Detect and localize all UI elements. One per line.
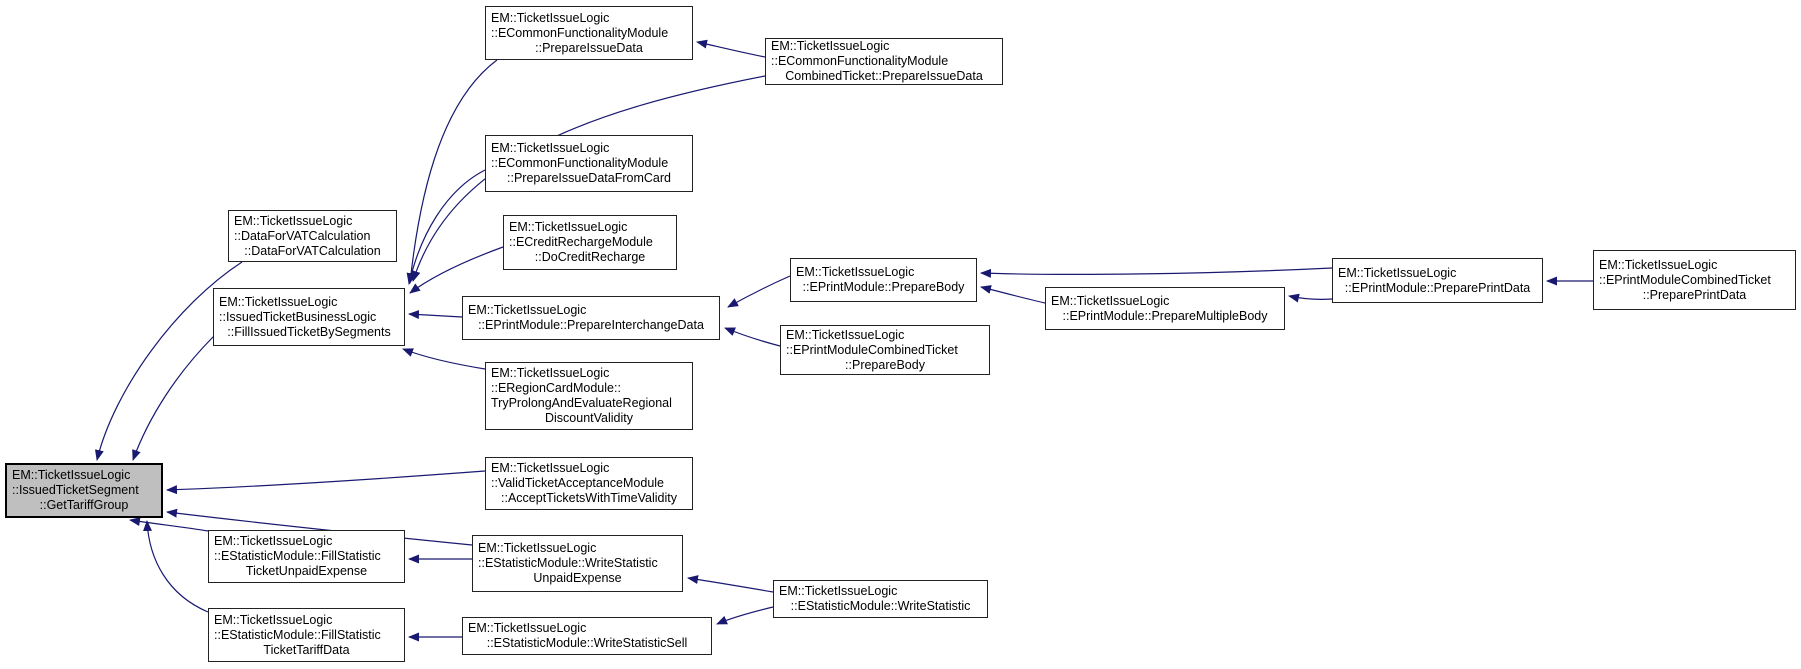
node-label-line: ::PreparePrintData [1642, 287, 1747, 302]
node-label-line: DiscountValidity [544, 411, 633, 425]
edge-prepare-interchange-data-to-fill-issued-ticket-by-segments [408, 310, 463, 320]
node-label-line: EM::TicketIssueLogic [796, 265, 915, 279]
edge-fill-issued-ticket-by-segments-to-get-tariff-group [132, 335, 215, 461]
node-label-line: EM::TicketIssueLogic [779, 584, 898, 598]
node-do-credit-recharge[interactable]: EM::TicketIssueLogic::ECreditRechargeMod… [503, 215, 677, 270]
node-label-line: ::EPrintModule::PreparePrintData [1344, 280, 1531, 295]
edge-data-for-vat-calculation-to-get-tariff-group [94, 261, 243, 461]
node-label-line: ::EPrintModule::PrepareInterchangeData [478, 318, 704, 332]
node-write-statistic[interactable]: EM::TicketIssueLogic::EStatisticModule::… [773, 580, 988, 618]
node-label-line: ::IssuedTicketBusinessLogic [219, 309, 377, 324]
node-fill-statistic-ticket-unpaid-expense[interactable]: EM::TicketIssueLogic::EStatisticModule::… [208, 530, 405, 583]
node-label-line: EM::TicketIssueLogic [1051, 293, 1170, 308]
node-label-line: ::EStatisticModule::WriteStatistic [478, 556, 658, 570]
edge-prepare-print-data-to-prepare-body [980, 267, 1333, 278]
node-label-line: ::GetTariffGroup [39, 498, 129, 512]
edge-prepare-issue-data-to-fill-issued-ticket-by-segments [406, 59, 498, 284]
node-fill-issued-ticket-by-segments[interactable]: EM::TicketIssueLogic::IssuedTicketBusine… [213, 288, 405, 346]
node-label-line: ::DataForVATCalculation [244, 243, 381, 258]
node-label-line: EM::TicketIssueLogic [491, 366, 610, 380]
node-label-line: ::EPrintModuleCombinedTicket [786, 342, 958, 357]
edge-try-prolong-regional-discount-to-fill-issued-ticket-by-segments [402, 348, 486, 370]
edge-fill-statistic-ticket-unpaid-expense-to-get-tariff-group [129, 517, 209, 532]
node-prepare-issue-data-from-card[interactable]: EM::TicketIssueLogic::ECommonFunctionali… [485, 135, 693, 192]
node-prepare-issue-data[interactable]: EM::TicketIssueLogic::ECommonFunctionali… [485, 6, 693, 60]
node-write-statistic-unpaid-expense[interactable]: EM::TicketIssueLogic::EStatisticModule::… [472, 535, 683, 592]
node-label-line: ::ValidTicketAcceptanceModule [491, 476, 665, 490]
node-label-line: ::DataForVATCalculation [234, 228, 371, 243]
node-label-line: ::FillIssuedTicketBySegments [227, 324, 391, 339]
node-label-line: ::ECommonFunctionalityModule [771, 54, 949, 68]
node-label-line: ::AcceptTicketsWithTimeValidity [501, 491, 677, 505]
node-accept-tickets-with-time-validity[interactable]: EM::TicketIssueLogic::ValidTicketAccepta… [485, 457, 693, 510]
node-label-line: ::DoCreditRecharge [534, 250, 646, 264]
node-label-line: ::EPrintModuleCombinedTicket [1599, 272, 1771, 287]
edge-fill-statistic-ticket-tariff-data-to-get-tariff-group [143, 520, 209, 613]
node-label-line: EM::TicketIssueLogic [219, 294, 338, 309]
node-label-line: EM::TicketIssueLogic [478, 541, 597, 555]
node-label-line: ::PrepareBody [845, 357, 925, 372]
node-label-line: EM::TicketIssueLogic [771, 39, 890, 53]
node-label-line: CombinedTicket::PrepareIssueData [785, 69, 983, 83]
node-label-line: EM::TicketIssueLogic [468, 621, 587, 635]
node-label-line: ::ERegionCardModule:: [491, 381, 621, 395]
node-data-for-vat-calculation[interactable]: EM::TicketIssueLogic::DataForVATCalculat… [228, 210, 397, 262]
node-label-line: EM::TicketIssueLogic [786, 327, 905, 342]
node-label-line: ::EStatisticModule::FillStatistic [214, 549, 381, 563]
node-label-line: EM::TicketIssueLogic [491, 10, 610, 25]
node-label-line: ::EPrintModule::PrepareBody [802, 280, 965, 294]
node-label-line: TicketTariffData [263, 642, 350, 657]
node-prepare-body-combined[interactable]: EM::TicketIssueLogic::EPrintModuleCombin… [780, 325, 990, 375]
node-label-line: ::EStatisticModule::WriteStatistic [790, 599, 971, 613]
node-label-line: ::EStatisticModule::FillStatistic [214, 627, 381, 642]
edge-prepare-multiple-body-to-prepare-body [980, 285, 1046, 304]
node-get-tariff-group: EM::TicketIssueLogic::IssuedTicketSegmen… [5, 463, 163, 518]
node-try-prolong-regional-discount[interactable]: EM::TicketIssueLogic::ERegionCardModule:… [485, 362, 693, 430]
edge-write-statistic-unpaid-expense-to-get-tariff-group [166, 508, 473, 546]
node-label-line: ::ECreditRechargeModule [509, 235, 653, 249]
node-fill-statistic-ticket-tariff-data[interactable]: EM::TicketIssueLogic::EStatisticModule::… [208, 608, 405, 662]
node-prepare-print-data[interactable]: EM::TicketIssueLogic::EPrintModule::Prep… [1332, 258, 1543, 303]
node-label-line: EM::TicketIssueLogic [509, 220, 628, 234]
node-label-line: ::EPrintModule::PrepareMultipleBody [1062, 308, 1268, 323]
node-label-line: EM::TicketIssueLogic [214, 534, 333, 548]
node-label-line: EM::TicketIssueLogic [12, 468, 131, 482]
node-label-line: ::ECommonFunctionalityModule [491, 156, 669, 170]
node-write-statistic-sell[interactable]: EM::TicketIssueLogic::EStatisticModule::… [462, 617, 712, 655]
edge-prepare-body-to-prepare-interchange-data [727, 275, 791, 308]
node-label-line: EM::TicketIssueLogic [1338, 265, 1457, 280]
edge-do-credit-recharge-to-fill-issued-ticket-by-segments [409, 246, 504, 294]
node-label-line: ::PrepareIssueData [535, 40, 643, 55]
edge-prepare-print-data-to-prepare-multiple-body [1288, 293, 1333, 303]
edge-write-statistic-to-write-statistic-sell [716, 606, 774, 625]
node-label-line: EM::TicketIssueLogic [491, 461, 610, 475]
node-prepare-interchange-data[interactable]: EM::TicketIssueLogic::EPrintModule::Prep… [462, 296, 720, 340]
node-prepare-body[interactable]: EM::TicketIssueLogic::EPrintModule::Prep… [790, 258, 977, 302]
edge-prepare-body-combined-to-prepare-interchange-data [724, 327, 781, 347]
node-label-line: ::EStatisticModule::WriteStatisticSell [486, 636, 688, 650]
node-label-line: TicketUnpaidExpense [245, 564, 368, 578]
node-label-line: EM::TicketIssueLogic [468, 303, 587, 317]
node-label-line: EM::TicketIssueLogic [234, 213, 353, 228]
node-label-line: ::PrepareIssueDataFromCard [507, 171, 671, 185]
edge-accept-tickets-with-time-validity-to-get-tariff-group [166, 470, 486, 495]
node-label-line: TryProlongAndEvaluateRegional [491, 396, 672, 410]
node-label-line: EM::TicketIssueLogic [491, 141, 610, 155]
edge-write-statistic-to-write-statistic-unpaid-expense [687, 575, 774, 593]
edge-prepare-issue-data-combined-to-prepare-issue-data [696, 39, 766, 58]
node-prepare-issue-data-combined[interactable]: EM::TicketIssueLogic::ECommonFunctionali… [765, 38, 1003, 85]
edge-prepare-issue-data-from-card-to-fill-issued-ticket-by-segments [406, 169, 486, 285]
node-label-line: EM::TicketIssueLogic [214, 612, 333, 627]
node-prepare-multiple-body[interactable]: EM::TicketIssueLogic::EPrintModule::Prep… [1045, 287, 1285, 330]
node-prepare-print-data-combined[interactable]: EM::TicketIssueLogic::EPrintModuleCombin… [1593, 250, 1796, 310]
node-label-line: UnpaidExpense [533, 571, 622, 585]
node-label-line: ::ECommonFunctionalityModule [491, 25, 669, 40]
node-label-line: ::IssuedTicketSegment [12, 483, 139, 497]
node-label-line: EM::TicketIssueLogic [1599, 257, 1718, 272]
